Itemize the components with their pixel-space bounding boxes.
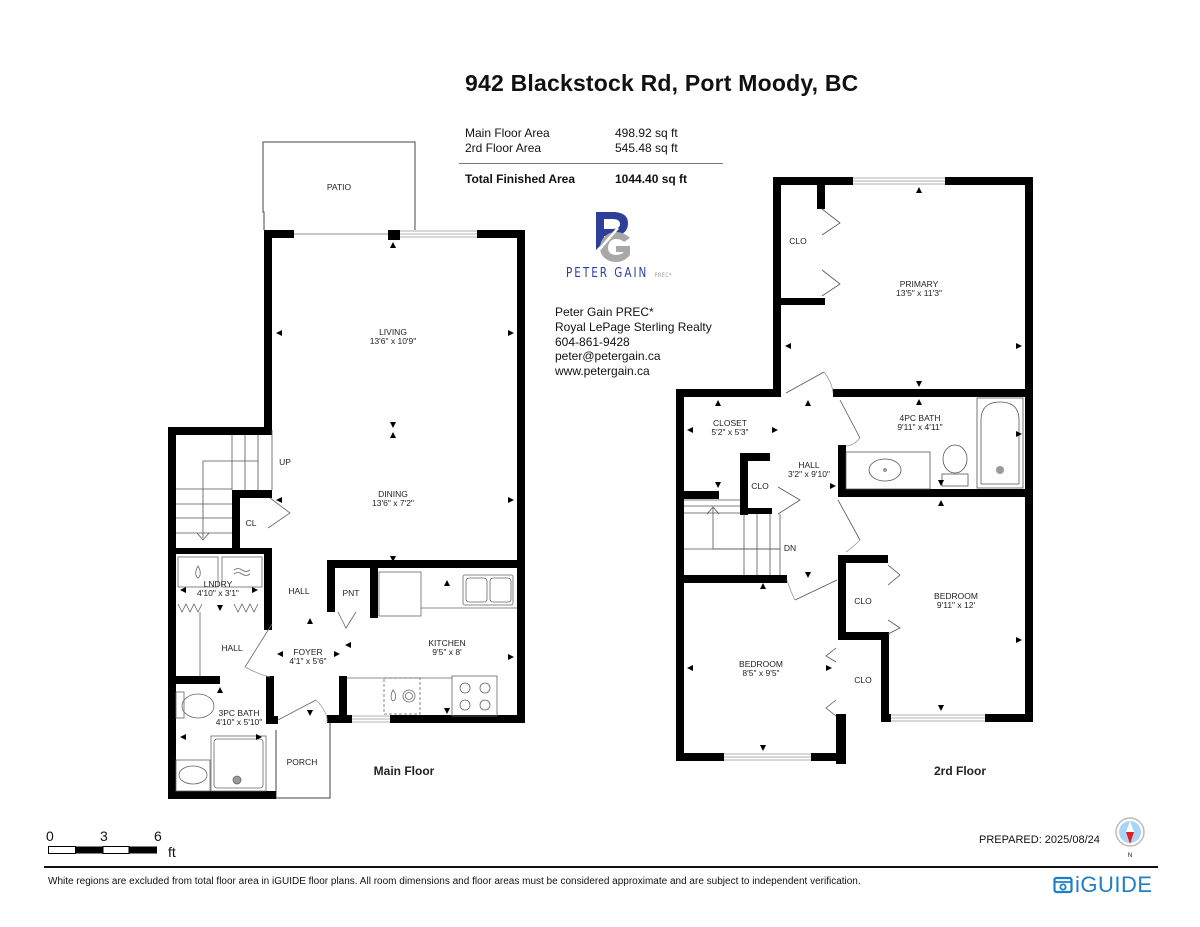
area-summary: Main Floor Area 498.92 sq ft 2rd Floor A… <box>459 126 723 187</box>
agent-logo-text: PETER GAIN PREC* <box>566 266 672 281</box>
room-hall-2: HALL <box>221 643 243 653</box>
area-value: 545.48 sq ft <box>615 141 678 155</box>
agent-name: Peter Gain PREC* <box>555 305 654 319</box>
room-kitchen: KITCHEN <box>428 638 465 648</box>
room-living: LIVING <box>379 327 407 337</box>
area-value: 498.92 sq ft <box>615 126 678 140</box>
stairs-up-label: UP <box>279 457 291 467</box>
room-primary: PRIMARY <box>900 279 939 289</box>
agent-logo-icon <box>591 212 630 262</box>
iguide-brand-text: iGUIDE <box>1075 872 1153 897</box>
agent-phone[interactable]: 604-861-9428 <box>555 334 630 349</box>
area-label: Main Floor Area <box>465 126 550 140</box>
compass-north-label: N <box>1128 853 1132 859</box>
room-dining: DINING <box>378 489 408 499</box>
room-kitchen-dims: 9'5" x 8' <box>432 647 462 657</box>
room-4pc-bath-dims: 9'11" x 4'11" <box>897 422 942 432</box>
room-living-dims: 13'6" x 10'9" <box>370 336 417 346</box>
logo-name: PETER GAIN <box>566 266 649 281</box>
room-bedroom-2-dims: 8'5" x 9'5" <box>742 668 779 678</box>
room-porch: PORCH <box>287 757 318 767</box>
room-foyer-dims: 4'1" x 5'6" <box>289 656 326 666</box>
second-floor-label: 2rd Floor <box>934 764 986 778</box>
room-dining-dims: 13'6" x 7'2" <box>372 498 414 508</box>
scale-graphic <box>48 846 157 854</box>
room-laundry: LNDRY <box>204 579 233 589</box>
footer-divider <box>44 866 1158 868</box>
area-total-value: 1044.40 sq ft <box>615 172 688 186</box>
area-divider <box>459 163 723 164</box>
room-bedroom-1: BEDROOM <box>934 591 978 601</box>
room-closet-dims: 5'2" x 5'3" <box>711 427 748 437</box>
prepared-date: PREPARED: 2025/08/24 <box>979 834 1100 846</box>
room-hall-1: HALL <box>288 586 310 596</box>
scale-unit: ft <box>168 844 176 860</box>
room-bedroom-1-dims: 9'11" x 12' <box>937 600 976 610</box>
room-pantry: PNT <box>343 588 360 598</box>
room-clo-bed2: CLO <box>854 675 872 685</box>
room-clo-hall: CLO <box>751 481 769 491</box>
room-clo-primary: CLO <box>789 236 807 246</box>
area-total-label: Total Finished Area <box>465 172 576 186</box>
room-patio: PATIO <box>327 182 352 192</box>
room-foyer: FOYER <box>293 647 322 657</box>
room-hall-dims: 3'2" x 9'10" <box>788 469 830 479</box>
page-title: 942 Blackstock Rd, Port Moody, BC <box>465 70 859 96</box>
area-row-second: 2rd Floor Area 545.48 sq ft <box>465 141 723 156</box>
room-cl: CL <box>246 518 257 528</box>
scale-tick-0: 0 <box>46 828 54 844</box>
agent-email[interactable]: peter@petergain.ca <box>555 349 661 364</box>
room-3pc-bath: 3PC BATH <box>219 708 260 718</box>
room-primary-dims: 13'5" x 11'3" <box>896 288 942 298</box>
stairs-down-label: DN <box>784 543 796 553</box>
compass-icon: N <box>1115 817 1145 859</box>
room-4pc-bath: 4PC BATH <box>900 413 941 423</box>
iguide-brand: iGUIDE <box>1053 872 1153 898</box>
room-clo-bed1: CLO <box>854 596 872 606</box>
patio-outline <box>262 141 416 230</box>
room-bedroom-2: BEDROOM <box>739 659 783 669</box>
disclaimer: White regions are excluded from total fl… <box>48 876 861 887</box>
logo-suffix: PREC* <box>654 272 672 279</box>
agent-brokerage: Royal LePage Sterling Realty <box>555 319 712 334</box>
room-hall: HALL <box>798 460 820 470</box>
scale-tick-6: 6 <box>154 828 162 844</box>
area-row-total: Total Finished Area 1044.40 sq ft <box>465 172 723 187</box>
room-3pc-bath-dims: 4'10" x 5'10" <box>216 717 263 727</box>
agent-contact: Peter Gain PREC* Royal LePage Sterling R… <box>555 305 712 379</box>
area-label: 2rd Floor Area <box>465 141 542 155</box>
room-closet: CLOSET <box>713 418 747 428</box>
agent-website[interactable]: www.petergain.ca <box>555 364 650 379</box>
scale-tick-3: 3 <box>100 828 108 844</box>
room-laundry-dims: 4'10" x 3'1" <box>197 588 239 598</box>
iguide-logo-icon <box>1053 876 1073 894</box>
main-floor-label: Main Floor <box>374 764 435 778</box>
area-row-main: Main Floor Area 498.92 sq ft <box>465 126 723 141</box>
